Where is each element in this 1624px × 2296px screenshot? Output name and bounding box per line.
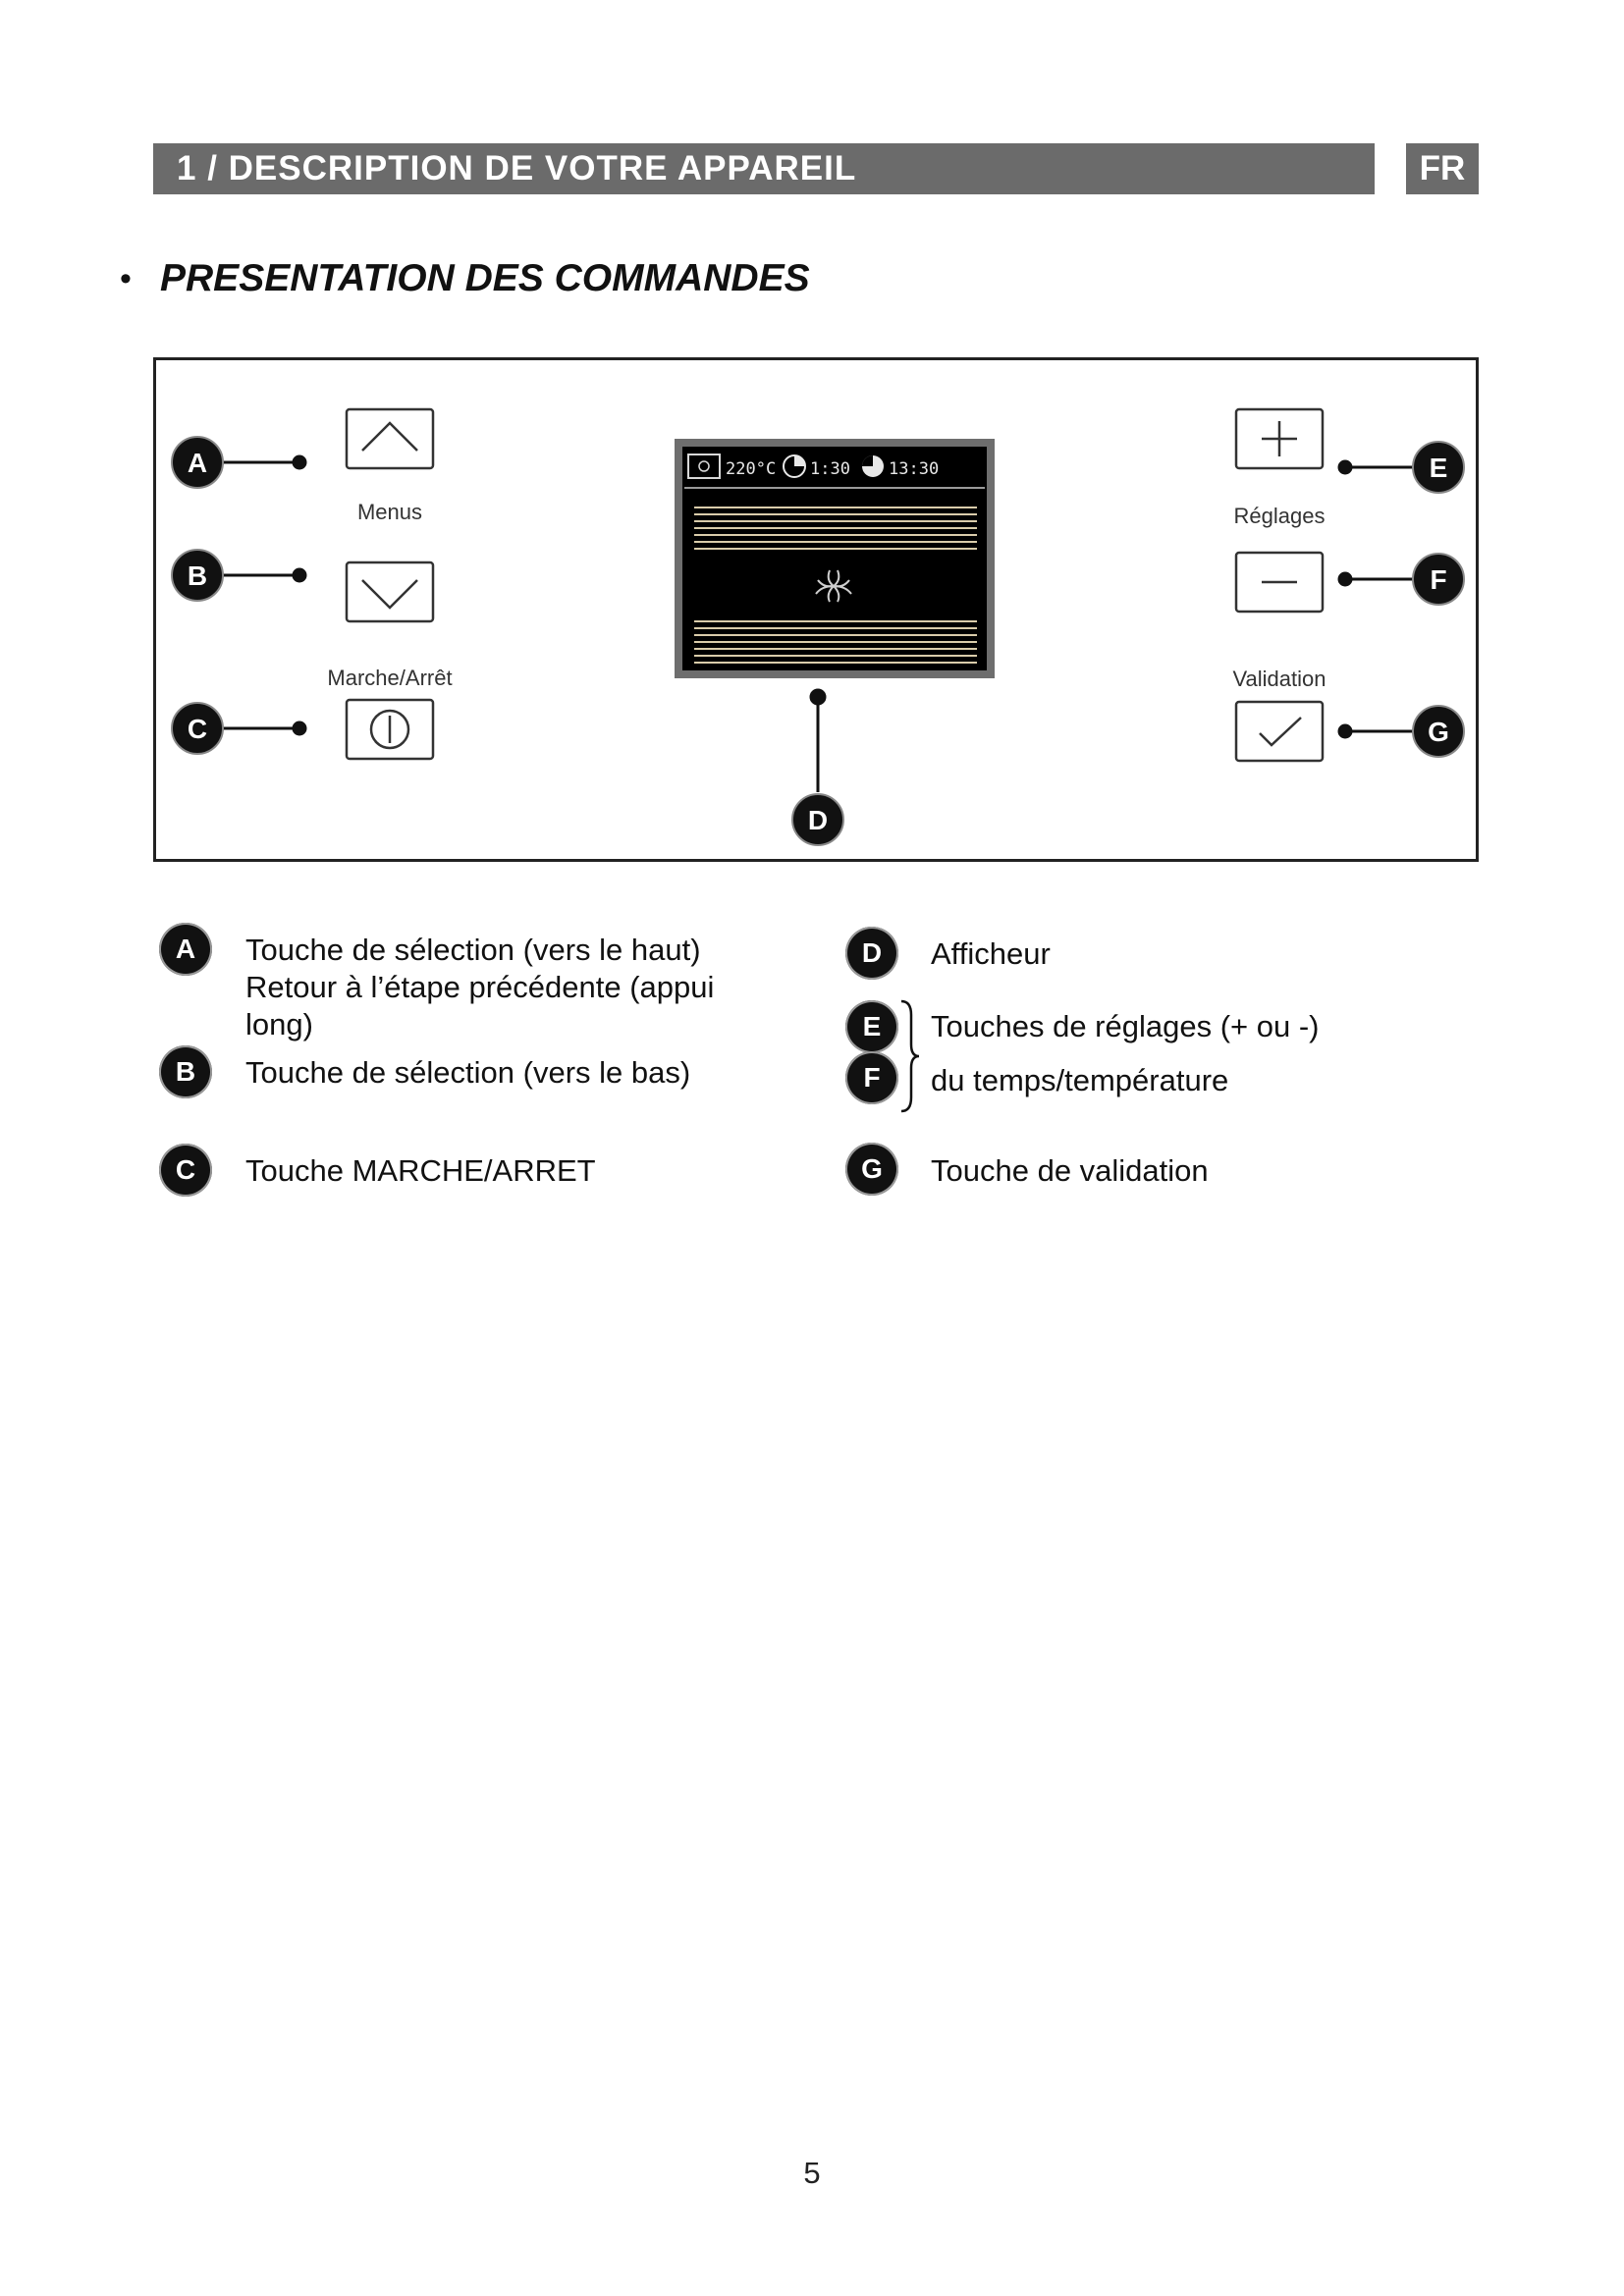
plus-icon [1262,421,1297,456]
svg-text:F: F [1430,564,1446,595]
leader-dot-b [292,567,307,583]
legend-text-g: Touche de validation [931,1153,1209,1188]
leader-dot-c [292,721,307,736]
svg-text:A: A [188,448,207,478]
legend-a-line-3: long) [245,1007,313,1041]
marker-e: E [1412,441,1465,494]
reglages-label: Réglages [1233,504,1326,528]
legend-text-b: Touche de sélection (vers le bas) [245,1055,691,1090]
control-panel-diagram: A B C D E F G [153,357,1479,862]
fan-icon [815,569,852,603]
marche-arret-label: Marche/Arrêt [327,666,453,690]
check-icon [1259,717,1302,747]
legend-text-c: Touche MARCHE/ARRET [245,1153,596,1188]
leader-dot-f [1337,571,1353,587]
display-end-time: 13:30 [889,459,939,479]
end-time-clock-icon [862,455,884,477]
validation-label: Validation [1232,667,1326,691]
leader-dot-e [1337,459,1353,475]
up-button[interactable] [345,407,435,470]
section-bullet: • [120,260,132,297]
oven-mode-icon [687,454,721,479]
marker-g: G [1412,705,1465,758]
minus-button[interactable] [1234,551,1325,614]
legend-a-line-2: Retour à l’étape précédente (appui [245,970,715,1004]
legend-text-e: Touches de réglages (+ ou -) [931,1009,1320,1043]
check-button[interactable] [1234,700,1325,763]
marker-d: D [791,793,844,846]
leader-dot-d [809,688,827,706]
legend-badge-f: F [845,1051,898,1104]
marker-c: C [171,702,224,755]
marker-f: F [1412,553,1465,606]
legend-badge-d: D [845,927,898,980]
display-duration: 1:30 [810,459,850,479]
svg-text:C: C [188,714,207,744]
control-panel-drawing: A B C D E F G [171,407,1465,846]
svg-text:B: B [188,561,207,591]
section-title: PRESENTATION DES COMMANDES [160,257,810,299]
brace-icon [900,999,920,1113]
svg-text:D: D [808,805,828,835]
chevron-down-icon [361,579,418,610]
power-button[interactable] [345,698,435,761]
svg-text:E: E [1430,453,1448,483]
display-lines-top [694,507,977,550]
down-button[interactable] [345,561,435,623]
power-icon [369,709,410,750]
legend-text-f: du temps/température [931,1063,1229,1097]
display-screen: 220°C 1:30 13:30 [675,439,995,678]
svg-text:G: G [1428,717,1449,747]
display-lines-bottom [694,620,977,664]
page-number: 5 [803,2156,821,2190]
menus-label: Menus [356,500,423,524]
marker-a: A [171,436,224,489]
section-header-title: 1 / DESCRIPTION DE VOTRE APPAREIL [177,149,857,187]
plus-button[interactable] [1234,407,1325,470]
legend-badge-a: A [159,923,212,976]
legend-a-line-1: Touche de sélection (vers le haut) [245,933,701,967]
marker-b: B [171,549,224,602]
legend-badge-g: G [845,1143,898,1196]
leader-dot-g [1337,723,1353,739]
legend-text-a: Touche de sélection (vers le haut) Retou… [245,932,795,1043]
language-badge: FR [1406,143,1479,194]
chevron-up-icon [361,421,418,452]
duration-clock-icon [783,454,806,478]
display-temperature: 220°C [726,459,776,479]
section-header-bar: 1 / DESCRIPTION DE VOTRE APPAREIL [153,143,1375,194]
legend-badge-b: B [159,1045,212,1098]
legend-badge-e: E [845,1000,898,1053]
display-status-bar: 220°C 1:30 13:30 [687,454,939,479]
legend-badge-c: C [159,1144,212,1197]
leader-dot-a [292,454,307,470]
legend-text-d: Afficheur [931,936,1051,971]
